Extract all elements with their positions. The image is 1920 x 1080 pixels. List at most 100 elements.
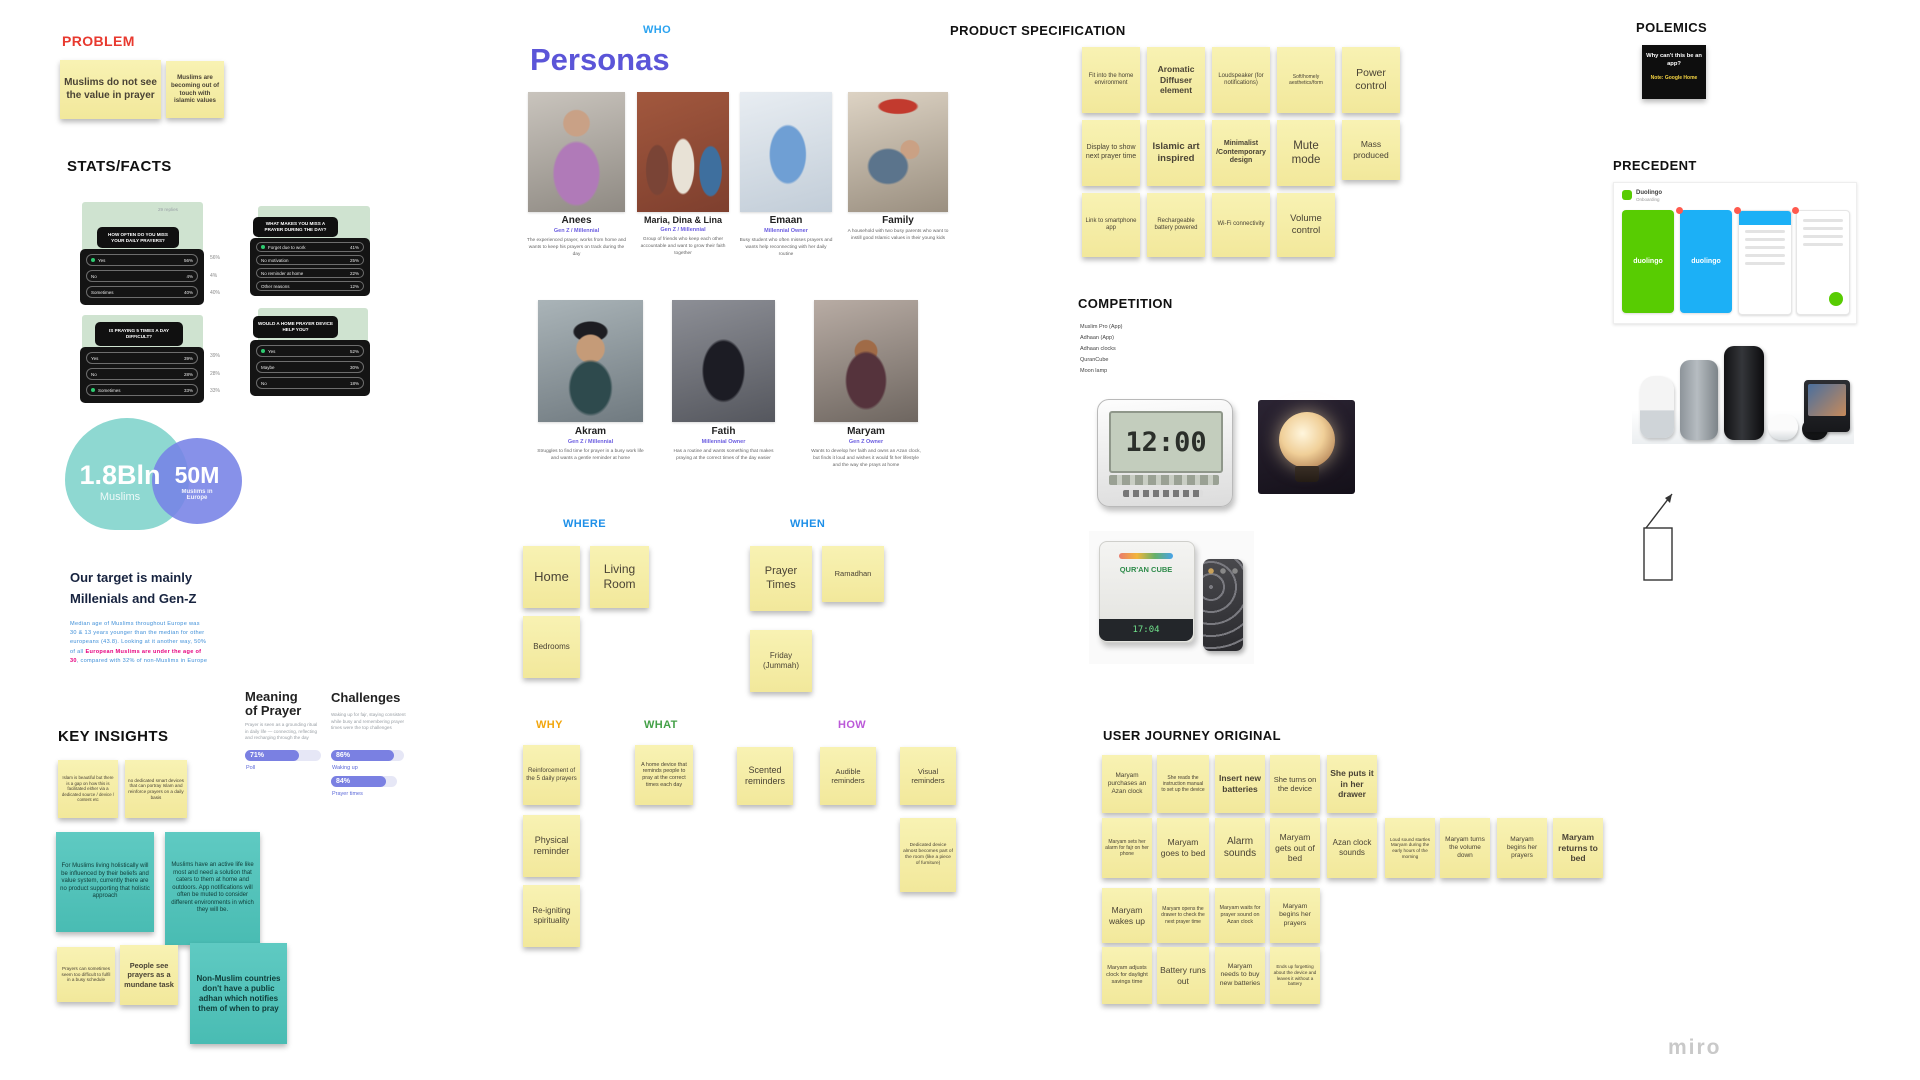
sticky-note[interactable]: Maryam needs to buy new batteries — [1215, 947, 1265, 1004]
sticky-note[interactable]: Power control — [1342, 47, 1400, 113]
product-spec-title[interactable]: PRODUCT SPECIFICATION — [950, 23, 1126, 38]
where-label[interactable]: WHERE — [563, 518, 606, 530]
sticky-note[interactable]: Aromatic Diffuser element — [1147, 47, 1205, 113]
target-paragraph[interactable]: Median age of Muslims throughout Europe … — [70, 621, 208, 664]
persona-description: The experienced prayer, works from home … — [526, 238, 627, 257]
bar-value: 71% — [245, 750, 299, 761]
selected-dot — [261, 245, 265, 249]
when-label[interactable]: WHEN — [790, 518, 826, 530]
sticky-note[interactable]: Maryam waits for prayer sound on Azan cl… — [1215, 888, 1265, 943]
polemics-title[interactable]: POLEMICS — [1636, 20, 1708, 35]
sticky-note[interactable]: Display to show next prayer time — [1082, 120, 1140, 186]
sticky-note[interactable]: Maryam wakes up — [1102, 888, 1152, 943]
sticky-note[interactable]: Insert new batteries — [1215, 755, 1265, 813]
sticky-note[interactable]: Volume control — [1277, 193, 1335, 257]
moon-lamp-image[interactable] — [1258, 400, 1355, 494]
sticky-note[interactable]: Islamic art inspired — [1147, 120, 1205, 186]
persona-photo[interactable] — [672, 300, 775, 422]
sticky-note[interactable]: For Muslims living holistically will be … — [56, 832, 154, 932]
sticky-note[interactable]: Maryam turns the volume down — [1440, 818, 1490, 878]
app-subtitle: Onboarding — [1636, 197, 1660, 202]
why-label[interactable]: WHY — [536, 719, 563, 731]
smart-speakers-image[interactable] — [1632, 332, 1854, 444]
sticky-note[interactable]: People see prayers as a mundane task — [120, 945, 178, 1005]
sticky-note[interactable]: Maryam purchases an Azan clock — [1102, 755, 1152, 813]
persona-photo[interactable] — [538, 300, 643, 422]
target-heading[interactable]: Our target is mainly Millenials and Gen-… — [70, 570, 197, 606]
sticky-note[interactable]: Ramadhan — [822, 546, 884, 602]
sticky-note[interactable]: Physical reminder — [523, 815, 580, 877]
sticky-note[interactable]: Maryam begins her prayers — [1270, 888, 1320, 943]
sticky-note[interactable]: Prayers can sometimes seem too difficult… — [57, 947, 115, 1002]
problem-title[interactable]: PROBLEM — [62, 33, 135, 49]
sticky-note[interactable]: Friday (Jummah) — [750, 630, 812, 692]
sticky-note[interactable]: Mass produced — [1342, 120, 1400, 180]
sticky-note[interactable]: Dedicated device almost becomes part of … — [900, 818, 956, 892]
sticky-note[interactable]: Rechargeable battery powered — [1147, 193, 1205, 257]
sticky-note[interactable]: Maryam sets her alarm for fajr on her ph… — [1102, 818, 1152, 878]
sticky-note[interactable]: Muslims do not see the value in prayer — [60, 60, 161, 119]
who-label[interactable]: WHO — [643, 24, 672, 36]
sticky-note[interactable]: Loud sound startles Maryam during the ea… — [1385, 818, 1435, 878]
sticky-note[interactable]: Minimalist /Contemporary design — [1212, 120, 1270, 186]
persona-photo[interactable] — [814, 300, 918, 422]
stat-small-label-2: Europe — [186, 495, 208, 501]
sticky-note[interactable]: Prayer Times — [750, 546, 812, 611]
sticky-note[interactable]: Bedrooms — [523, 616, 580, 678]
persona-photo[interactable] — [740, 92, 832, 212]
arrow-doodle[interactable] — [1630, 488, 1700, 592]
sticky-note[interactable]: Home — [523, 546, 580, 608]
sticky-note[interactable]: Azan clock sounds — [1327, 818, 1377, 878]
precedent-title[interactable]: PRECEDENT — [1613, 158, 1697, 173]
user-journey-title[interactable]: USER JOURNEY ORIGINAL — [1103, 728, 1281, 743]
sticky-note[interactable]: Maryam opens the drawer to check the nex… — [1157, 888, 1209, 943]
sticky-note[interactable]: Why can't this be an app? Note: Google H… — [1642, 45, 1706, 99]
sticky-note[interactable]: Soft/homely aesthetics/form — [1277, 47, 1335, 113]
sticky-note[interactable]: Maryam adjusts clock for daylight saving… — [1102, 947, 1152, 1004]
personas-title[interactable]: Personas — [530, 42, 670, 77]
what-label[interactable]: WHAT — [644, 719, 678, 731]
sticky-note[interactable]: A home device that reminds people to pra… — [635, 745, 693, 805]
precedent-app-image[interactable]: Duolingo Onboarding duolingo duolingo — [1613, 182, 1857, 324]
persona-photo[interactable] — [848, 92, 948, 212]
how-label[interactable]: HOW — [838, 719, 867, 731]
sticky-note[interactable]: Reinforcement of the 5 daily prayers — [523, 745, 580, 805]
sticky-note[interactable]: She reads the instruction manual to set … — [1157, 755, 1209, 813]
sticky-note[interactable]: no dedicated smart devices that can port… — [125, 760, 187, 818]
sticky-note[interactable]: Fit into the home environment — [1082, 47, 1140, 113]
sticky-note[interactable]: Re-igniting spirituality — [523, 885, 580, 947]
sticky-note[interactable]: Mute mode — [1277, 120, 1335, 186]
sticky-note[interactable]: Wi-Fi connectivity — [1212, 193, 1270, 257]
competition-title[interactable]: COMPETITION — [1078, 296, 1173, 311]
sticky-note[interactable]: Scented reminders — [737, 747, 793, 805]
stats-title[interactable]: STATS/FACTS — [67, 158, 172, 175]
sticky-note[interactable]: She turns on the device — [1270, 755, 1320, 813]
persona-description: Wants to develop her faith and owns an A… — [811, 449, 921, 468]
persona-photo[interactable] — [637, 92, 729, 212]
sticky-note[interactable]: Battery runs out — [1157, 947, 1209, 1004]
azan-clock-image[interactable]: 12:00 — [1093, 397, 1243, 512]
sticky-note[interactable]: She puts it in her drawer — [1327, 755, 1377, 813]
sticky-note[interactable]: Link to smartphone app — [1082, 193, 1140, 257]
quran-cube-image[interactable]: 17:04 QUR'AN CUBE — [1089, 531, 1254, 664]
sticky-note[interactable]: Loudspeaker (for notifications) — [1212, 47, 1270, 113]
persona-tag: Gen Z Owner — [848, 439, 884, 445]
sticky-note[interactable]: Maryam gets out of bed — [1270, 818, 1320, 878]
sticky-note[interactable]: Audible reminders — [820, 747, 876, 805]
sticky-note[interactable]: Maryam returns to bed — [1553, 818, 1603, 878]
sticky-note[interactable]: Muslims have an active life like most an… — [165, 832, 260, 945]
sticky-note[interactable]: Visual reminders — [900, 747, 956, 805]
sticky-note[interactable]: Maryam begins her prayers — [1497, 818, 1547, 878]
persona-photo[interactable] — [528, 92, 625, 212]
stat-big-label: Muslims — [99, 491, 141, 503]
competition-list[interactable]: Muslim Pro (App) Adhaan (App) Adhaan clo… — [1080, 322, 1122, 377]
sticky-note[interactable]: Non-Muslim countries don't have a public… — [190, 943, 287, 1044]
sticky-note[interactable]: Ends up forgetting about the device and … — [1270, 947, 1320, 1004]
sticky-note[interactable]: Muslims are becoming out of touch with i… — [166, 61, 224, 118]
key-insights-title[interactable]: KEY INSIGHTS — [58, 728, 169, 745]
sticky-note[interactable]: Alarm sounds — [1215, 818, 1265, 878]
sticky-note[interactable]: Maryam goes to bed — [1157, 818, 1209, 878]
sticky-note[interactable]: Islam is beautiful but there is a gap on… — [58, 760, 118, 818]
sticky-note[interactable]: Living Room — [590, 546, 649, 608]
